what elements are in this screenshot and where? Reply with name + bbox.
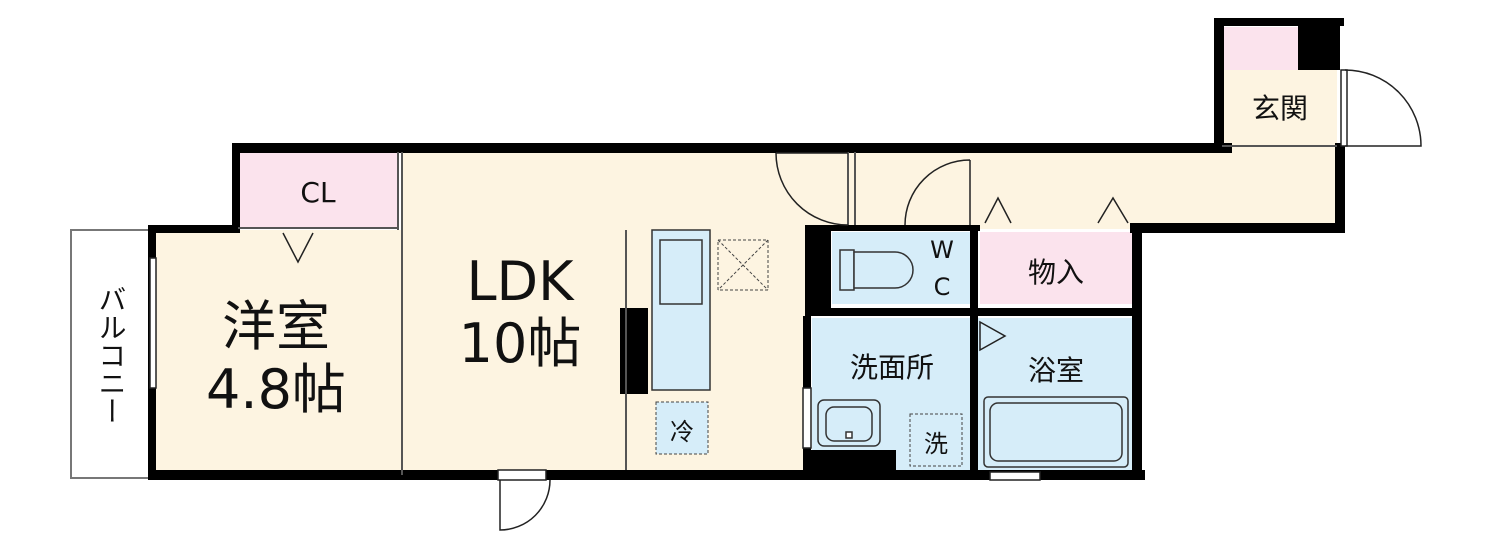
washer-space [909,413,963,467]
thin-lines [238,145,1337,475]
ldk-floor [402,152,807,475]
balcony-name: バルコニー [95,285,128,425]
fixtures [651,229,1129,468]
ldk-size: 10帖 [459,312,582,375]
balcony-floor [70,229,152,479]
western-room-floor [152,230,402,475]
walls [148,18,1345,480]
wash-basin [817,399,881,447]
ldk-name: LDK [466,250,575,313]
room-fills [70,22,1340,479]
toilet [839,249,914,291]
western-room-size: 4.8帖 [206,358,346,421]
washer-label: 洗 [924,430,948,458]
closet-name: CL [300,176,336,209]
storage-name: 物入 [1028,256,1084,289]
kitchen-sink [659,239,703,305]
hallway-floor [807,152,1337,229]
entrance-name: 玄関 [1252,92,1308,125]
bathroom-name: 浴室 [1028,354,1084,387]
washroom-name: 洗面所 [850,351,934,384]
entrance-floor [1222,70,1337,154]
bathtub [983,396,1129,468]
labels: 洋室 4.8帖 LDK 10帖 CL 玄関 W C 物入 洗面所 浴室 冷 洗 … [95,92,1309,458]
storage-floor [980,232,1133,304]
doors [149,69,1422,531]
shoe-box [1222,27,1302,70]
wc-label-w: W [930,236,954,264]
wc-label-c: C [934,273,951,301]
entrance-pillar [1298,22,1340,70]
closet-floor [238,152,398,228]
western-room-name: 洋室 [222,295,330,358]
range-hood-mark [717,239,769,291]
fridge-space [655,401,709,455]
fridge-label: 冷 [670,418,694,446]
